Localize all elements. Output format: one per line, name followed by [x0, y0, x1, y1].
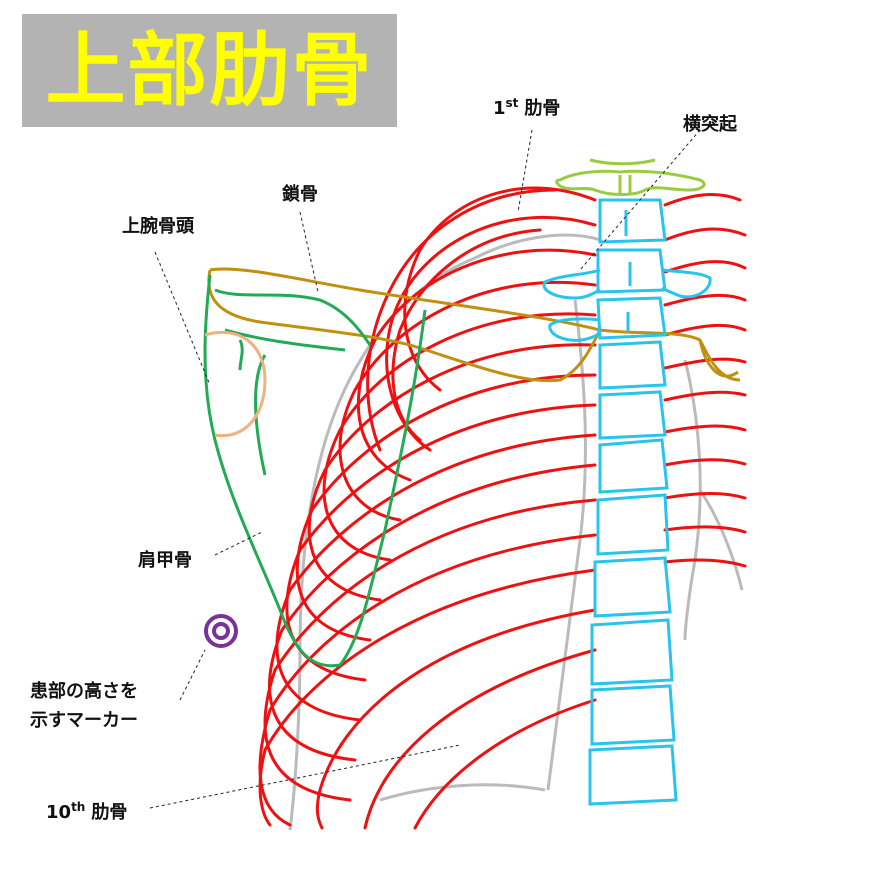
c7-vertebra-shape	[555, 158, 706, 196]
humeral-head-label: 上腕骨頭	[122, 215, 195, 237]
marker-label-line1: 患部の高さを	[30, 680, 138, 702]
transverse-process-label: 横突起	[683, 113, 738, 135]
spine-vertebrae	[542, 198, 712, 806]
leader-lines	[149, 129, 701, 809]
scapula-label: 肩甲骨	[138, 549, 192, 571]
ribs	[258, 186, 747, 830]
scapula-shape	[203, 274, 427, 668]
title-box: 上部肋骨	[22, 14, 397, 127]
page-title: 上部肋骨	[45, 23, 374, 117]
marker-icon	[204, 614, 238, 648]
humeral-head-shape	[204, 330, 267, 438]
marker-label-line2: 示すマーカー	[30, 710, 138, 731]
clavicle-shape	[207, 267, 741, 383]
clavicle-label: 鎖骨	[282, 183, 318, 205]
